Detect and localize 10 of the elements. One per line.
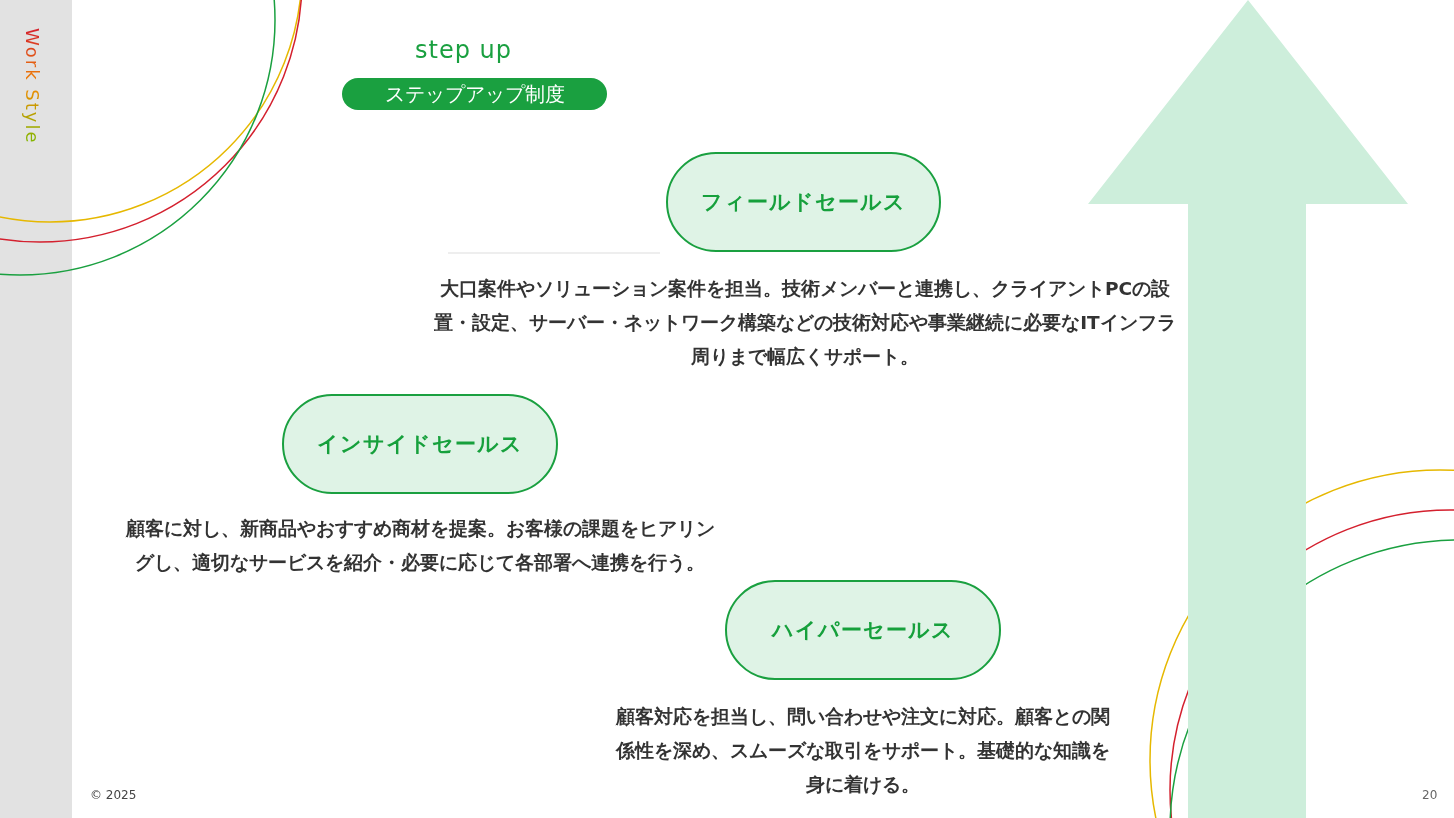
role-pill: フィールドセールス [666, 152, 941, 252]
role-description: 顧客対応を担当し、問い合わせや注文に対応。顧客との関係性を深め、スムーズな取引をサポート。基礎的な知識を身に着ける。 [614, 705, 1111, 797]
page-number: 20 [1422, 788, 1438, 802]
title-badge: ステップアップ制度 [342, 78, 607, 110]
role-description: 大口案件やソリューション案件を担当。技術メンバーと連携し、クライアントPCの設置・設定、サーバー・ネットワーク構築などの技術対応や事業継続に必要なITインフラ周りまで幅広くサポート。 [433, 277, 1177, 369]
subtitle: step up [415, 36, 512, 64]
role-pill: ハイパーセールス [725, 580, 1001, 680]
role-pill: インサイドセールス [282, 394, 558, 494]
copyright: © 2025 [90, 788, 137, 802]
role-description: 顧客に対し、新商品やおすすめ商材を提案。お客様の課題をヒアリングし、適切なサービスを紹介・必要に応じて各部署へ連携を行う。 [124, 517, 716, 575]
